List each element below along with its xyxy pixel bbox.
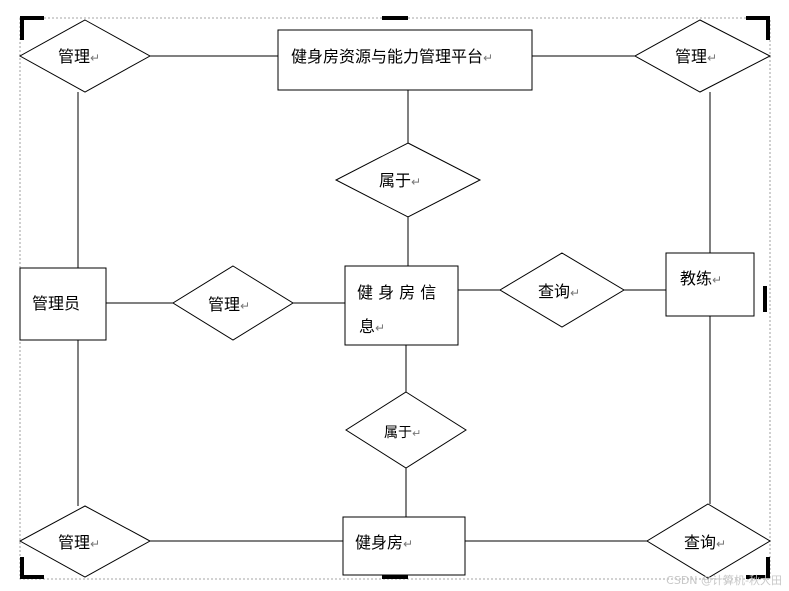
mid-mark-bottom: [382, 575, 408, 579]
belongs-top-label: 属于: [379, 171, 411, 190]
relation-manage-middle: [172, 265, 294, 341]
relation-query-bottom-right: [646, 503, 771, 579]
svg-text:健身房资源与能力管理平台↵: 健身房资源与能力管理平台↵: [291, 47, 493, 66]
crop-mark-bottom-left-h: [20, 575, 44, 579]
admin-label: 管理员: [32, 294, 80, 313]
svg-text:管理↵: 管理↵: [58, 533, 100, 552]
belongs-top-return-mark: ↵: [411, 175, 421, 189]
gym-info-label-line2: 息: [359, 317, 375, 336]
platform-return-mark: ↵: [483, 51, 493, 65]
svg-text:管理员: 管理员: [32, 294, 80, 313]
gym-label: 健身房: [355, 533, 403, 552]
crop-mark-top-left-h: [20, 16, 44, 20]
manage-bottom-left-label: 管理: [58, 533, 90, 552]
relation-belongs-bottom: [345, 391, 467, 469]
crop-mark-top-right-h: [746, 16, 770, 20]
svg-text:健 身 房 信: 健 身 房 信: [357, 283, 436, 302]
watermark: CSDN @计算机-秋大田: [666, 573, 782, 587]
svg-text:管理↵: 管理↵: [58, 47, 100, 66]
crop-mark-bottom-right-h: [746, 575, 770, 579]
mid-mark-top: [382, 16, 408, 20]
crop-mark-bottom-left: [20, 557, 24, 579]
svg-text:息↵: 息↵: [359, 317, 385, 336]
manage-top-left-return-mark: ↵: [90, 51, 100, 65]
svg-text:管理↵: 管理↵: [208, 295, 250, 314]
manage-top-right-return-mark: ↵: [707, 51, 717, 65]
mid-mark-right: [763, 286, 767, 312]
svg-text:属于↵: 属于↵: [379, 171, 421, 190]
entity-gym: [342, 516, 466, 576]
manage-bottom-left-return-mark: ↵: [90, 537, 100, 551]
manage-top-left-label: 管理: [58, 47, 90, 66]
query-bottom-right-return-mark: ↵: [716, 537, 726, 551]
crop-mark-top-right: [766, 16, 770, 40]
manage-middle-label: 管理: [208, 295, 240, 314]
coach-label: 教练: [680, 269, 712, 288]
entities: [19, 29, 755, 576]
svg-text:健身房↵: 健身房↵: [355, 533, 413, 552]
relation-manage-top-left: [18, 19, 152, 93]
entity-coach: [665, 252, 755, 317]
query-middle-label: 查询: [538, 282, 570, 301]
entity-platform: [277, 29, 533, 91]
connectors: [77, 55, 711, 542]
entity-gym-info: [344, 265, 459, 346]
belongs-bottom-label: 属于: [384, 425, 412, 441]
relation-labels: 管理↵ 管理↵ 属于↵ 管理↵ 查询↵ 属于↵ 管理↵ 查询↵: [58, 47, 726, 552]
relation-belongs-top: [334, 142, 482, 218]
svg-text:查询↵: 查询↵: [538, 282, 580, 301]
gym-return-mark: ↵: [403, 537, 413, 551]
crop-mark-top-left: [20, 16, 24, 40]
manage-top-right-label: 管理: [675, 47, 707, 66]
relation-query-middle: [499, 252, 625, 328]
svg-text:管理↵: 管理↵: [675, 47, 717, 66]
manage-middle-return-mark: ↵: [240, 299, 250, 313]
coach-return-mark: ↵: [712, 273, 722, 287]
gym-info-label-line1: 健 身 房 信: [357, 283, 436, 302]
relation-manage-top-right: [633, 19, 772, 93]
belongs-bottom-return-mark: ↵: [412, 427, 421, 440]
platform-label: 健身房资源与能力管理平台: [291, 47, 483, 66]
query-bottom-right-label: 查询: [684, 533, 716, 552]
relation-manage-bottom-left: [18, 505, 152, 578]
svg-text:属于↵: 属于↵: [384, 425, 421, 441]
svg-text:查询↵: 查询↵: [684, 533, 726, 552]
entity-labels: 健身房资源与能力管理平台↵ 管理员 健 身 房 信 息↵ 教练↵ 健身房↵: [32, 47, 722, 552]
gym-info-return-mark: ↵: [375, 321, 385, 335]
entity-admin: [19, 267, 107, 341]
query-middle-return-mark: ↵: [570, 286, 580, 300]
crop-mark-bottom-right: [766, 557, 770, 579]
svg-text:教练↵: 教练↵: [680, 269, 722, 288]
relationships: [18, 19, 772, 579]
